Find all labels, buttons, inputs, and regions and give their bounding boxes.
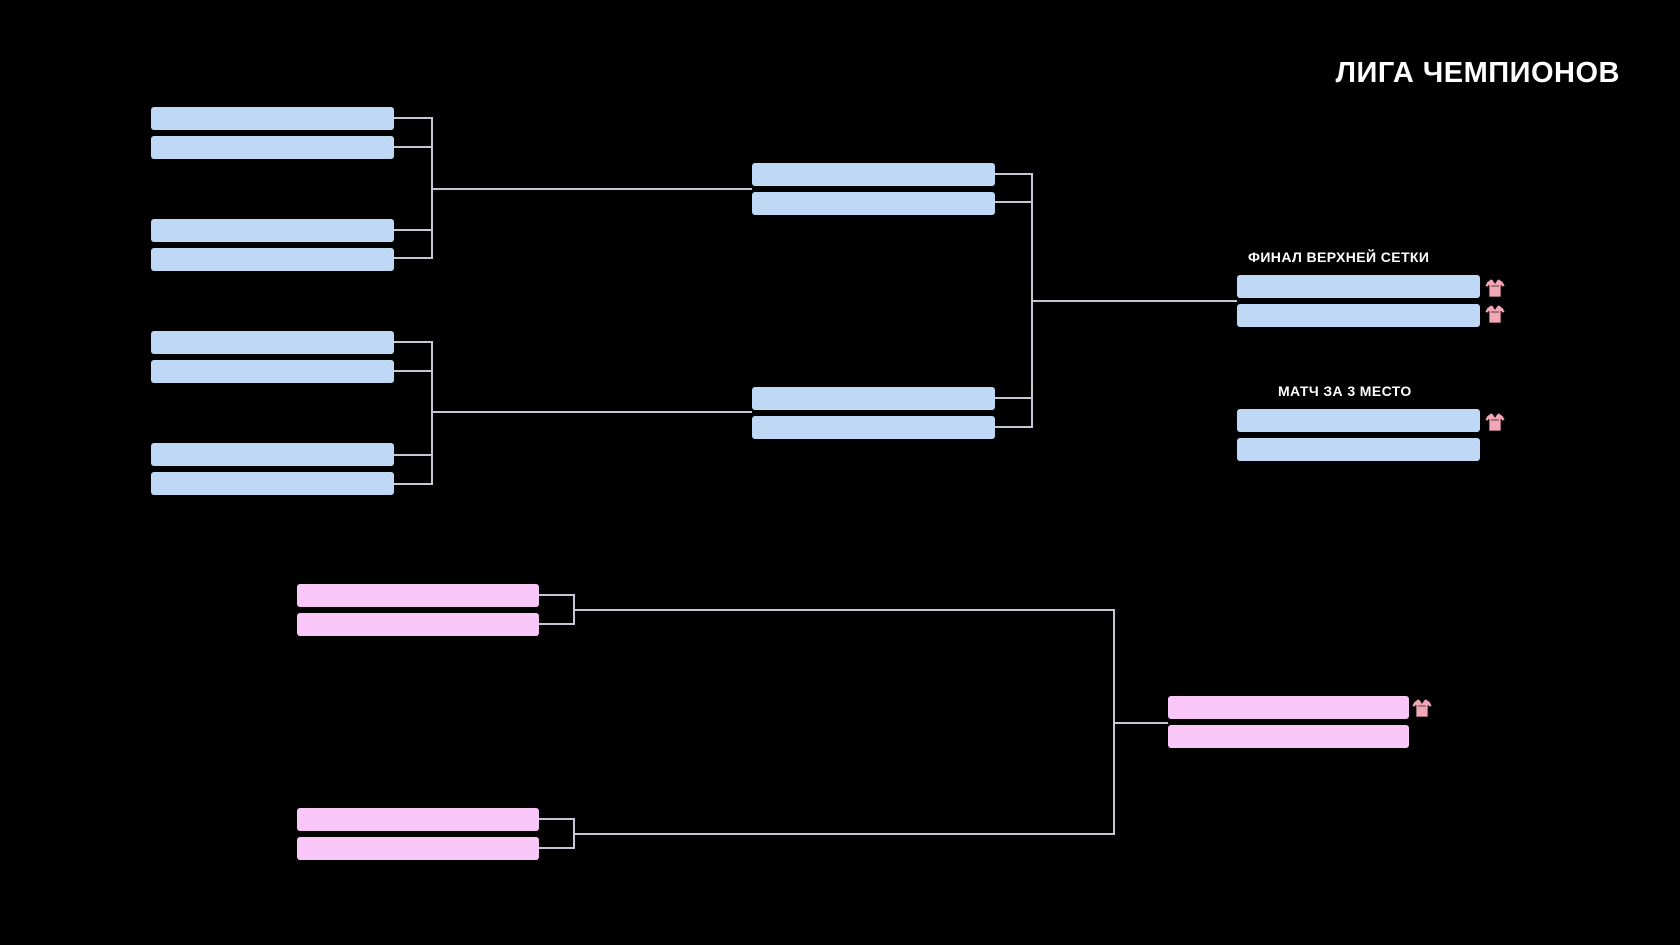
team-slot[interactable] [297,613,539,636]
team-slot[interactable] [297,837,539,860]
third-place-label: МАТЧ ЗА 3 МЕСТО [1278,383,1412,399]
team-slot[interactable] [151,107,394,130]
team-slot[interactable] [752,192,995,215]
shirt-icon [1484,304,1506,324]
team-slot[interactable] [752,387,995,410]
team-slot[interactable] [752,416,995,439]
team-slot[interactable] [297,808,539,831]
connector-r1-b [394,341,433,485]
team-slot[interactable] [1237,409,1480,432]
team-slot[interactable] [151,331,394,354]
shirt-icon [1411,698,1433,718]
team-slot[interactable] [151,472,394,495]
page-title: ЛИГА ЧЕМПИОНОВ [1335,57,1620,89]
connector-lower-join [574,609,1115,835]
connector-lower-1 [539,594,575,625]
shirt-icon [1484,278,1506,298]
team-slot[interactable] [151,219,394,242]
team-slot[interactable] [1237,275,1480,298]
team-slot[interactable] [1168,696,1409,719]
team-slot[interactable] [752,163,995,186]
shirt-icon [1484,412,1506,432]
connector-lower-2 [539,818,575,849]
team-slot[interactable] [1168,725,1409,748]
team-slot[interactable] [151,248,394,271]
upper-final-label: ФИНАЛ ВЕРХНЕЙ СЕТКИ [1248,249,1430,265]
connector-r1-a [394,117,433,259]
team-slot[interactable] [297,584,539,607]
connector-semis [995,173,1033,428]
team-slot[interactable] [1237,304,1480,327]
team-slot[interactable] [1237,438,1480,461]
team-slot[interactable] [151,136,394,159]
team-slot[interactable] [151,443,394,466]
team-slot[interactable] [151,360,394,383]
